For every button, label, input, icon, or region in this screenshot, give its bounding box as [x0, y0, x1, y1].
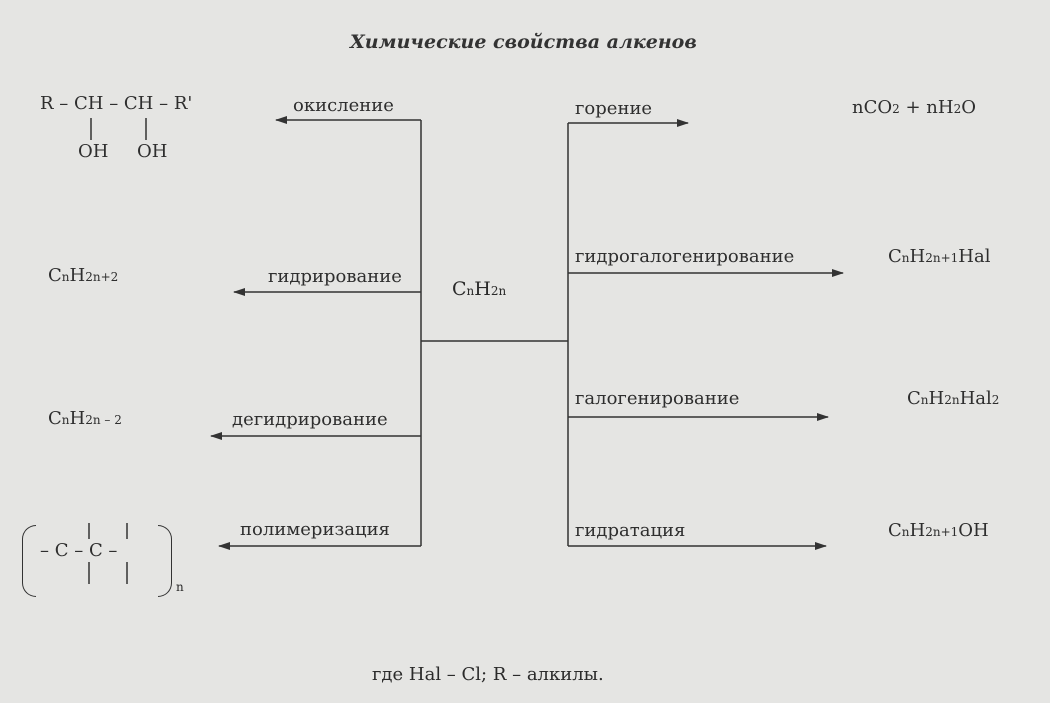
label-oxidation: окисление: [293, 95, 394, 116]
label-hydrogenation: гидрирование: [268, 266, 402, 287]
polymer-right-bracket: [158, 525, 172, 597]
polymer-chain: – C – C –: [40, 540, 118, 561]
polymer-left-bracket: [22, 525, 36, 597]
center-formula: CnH2n: [452, 278, 507, 300]
label-hydrohalogenation: гидрогалогенирование: [575, 246, 795, 267]
label-hydration: гидратация: [575, 520, 686, 541]
product-haloalkane: CnH2n+1Hal: [888, 246, 991, 267]
diol-chain: R – CH – CH – R': [40, 93, 193, 114]
product-combustion: nCO2 + nH2O: [852, 97, 976, 118]
label-polymerization: полимеризация: [240, 519, 390, 540]
product-dihaloalkane: CnH2nHal2: [907, 388, 1000, 409]
page-title: Химические свойства алкенов: [350, 31, 697, 53]
label-halogenation: галогенирование: [575, 388, 740, 409]
product-alkyne: CnH2n – 2: [48, 408, 122, 429]
diol-oh-1: OH: [78, 141, 109, 162]
product-alcohol: CnH2n+1OH: [888, 520, 989, 541]
footnote: где Hal – Cl; R – алкилы.: [372, 664, 604, 685]
label-combustion: горение: [575, 98, 653, 119]
polymer-index: n: [176, 580, 184, 594]
label-dehydrogenation: дегидрирование: [232, 409, 388, 430]
diol-oh-2: OH: [137, 141, 168, 162]
product-alkane: CnH2n+2: [48, 265, 119, 286]
